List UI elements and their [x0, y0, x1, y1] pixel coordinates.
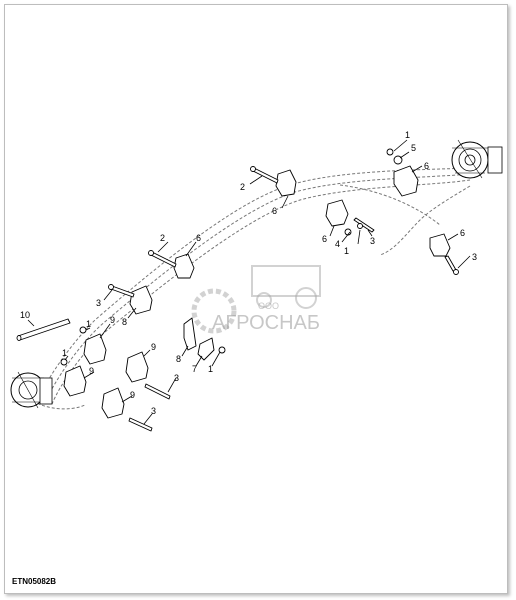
clamp-part-9 — [63, 333, 149, 419]
callout-9: 9 — [130, 390, 135, 400]
gear-icon — [191, 288, 237, 334]
tractor-icon — [251, 265, 321, 297]
clamp-part-6 — [173, 165, 451, 279]
bracket-part-7 — [197, 337, 215, 361]
callout-8: 8 — [122, 317, 127, 327]
callout-2: 2 — [240, 182, 245, 192]
rod-part-10 — [16, 318, 71, 341]
callout-9: 9 — [89, 366, 94, 376]
bolt-parts — [108, 166, 459, 432]
bracket-part-8 — [129, 285, 197, 351]
figure-reference-code: ETN05082B — [12, 577, 57, 586]
callout-6: 6 — [322, 234, 327, 244]
callout-6: 6 — [460, 228, 465, 238]
callout-1: 1 — [405, 130, 410, 140]
callout-8: 8 — [176, 354, 181, 364]
callout-6: 6 — [424, 161, 429, 171]
callout-3: 3 — [370, 236, 375, 246]
tractor-wheel-icon — [295, 287, 317, 309]
watermark-name: АГРОСНАБ — [212, 312, 320, 334]
nut-washer-parts — [60, 148, 403, 366]
diagram-frame — [4, 4, 508, 594]
callout-2: 2 — [160, 233, 165, 243]
callout-1: 1 — [344, 246, 349, 256]
hydraulic-pump-left — [10, 371, 53, 409]
callout-6: 6 — [272, 206, 277, 216]
hydraulic-motor-right — [451, 139, 503, 179]
watermark-org-form: ООО — [258, 301, 279, 311]
watermark-logo: ООО АГРОСНАБ — [191, 265, 321, 334]
callout-1: 1 — [62, 348, 67, 358]
callout-1: 1 — [208, 364, 213, 374]
callout-labels: 1 5 6 6 2 6 6 4 1 3 3 2 6 10 3 1 9 8 1 9… — [20, 130, 477, 416]
callout-5: 5 — [411, 143, 416, 153]
leader-lines — [27, 139, 471, 425]
callout-6: 6 — [196, 233, 201, 243]
callout-9: 9 — [110, 315, 115, 325]
callout-1: 1 — [86, 319, 91, 329]
callout-3: 3 — [151, 406, 156, 416]
callout-10: 10 — [20, 310, 30, 320]
callout-7: 7 — [192, 364, 197, 374]
callout-9: 9 — [151, 342, 156, 352]
callout-4: 4 — [335, 239, 340, 249]
callout-3: 3 — [174, 373, 179, 383]
callout-3: 3 — [96, 298, 101, 308]
callout-3: 3 — [472, 252, 477, 262]
tractor-wheel-icon — [256, 292, 272, 308]
